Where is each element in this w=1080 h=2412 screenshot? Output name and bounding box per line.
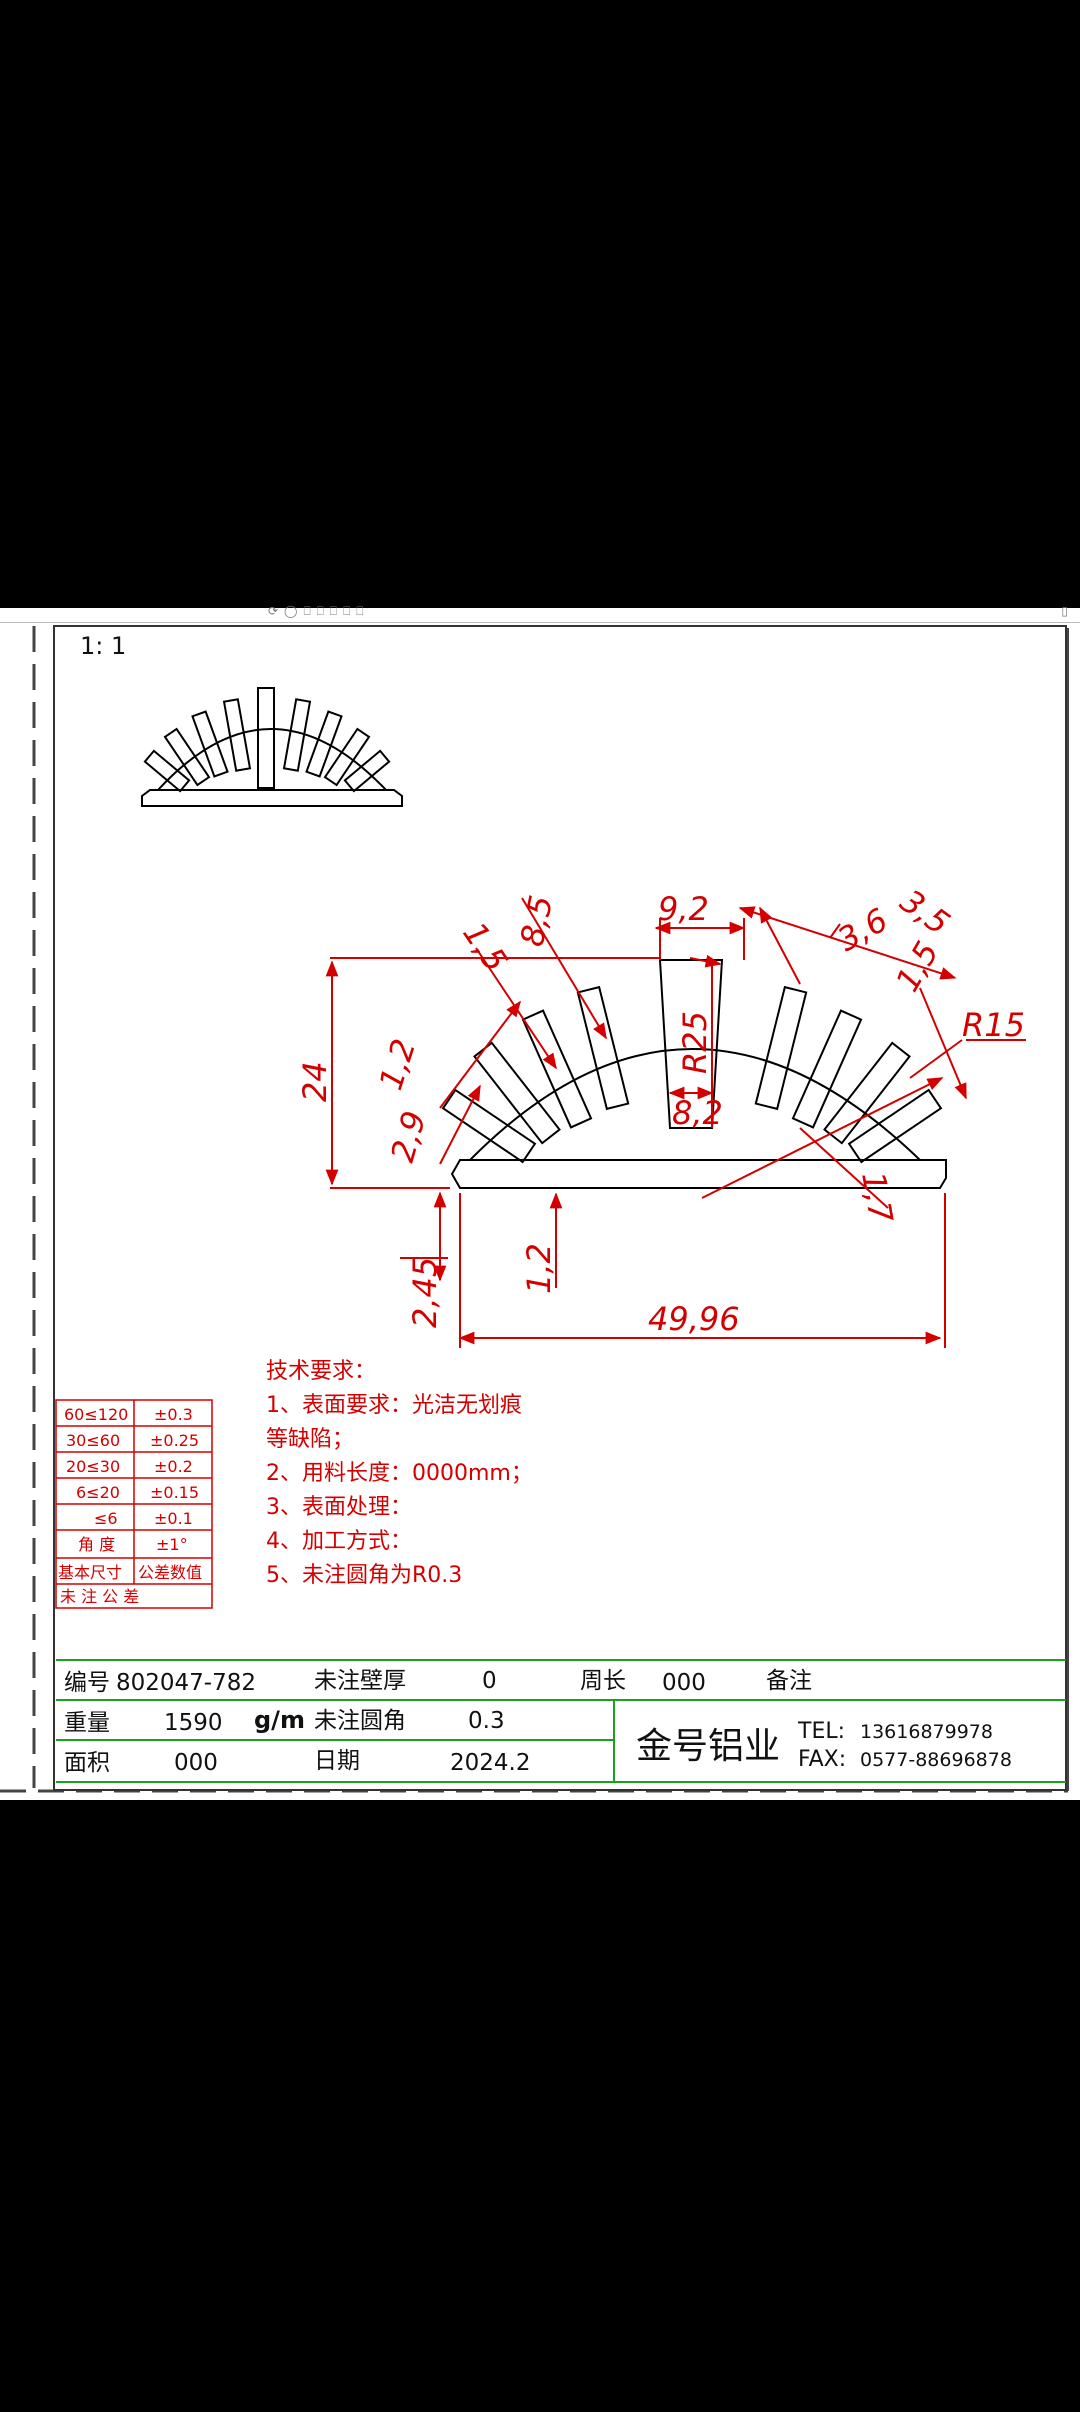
profile-main	[441, 959, 947, 1189]
svg-text:g/m: g/m	[254, 1706, 305, 1734]
svg-text:±0.1: ±0.1	[154, 1509, 193, 1528]
svg-text:备注: 备注	[766, 1668, 812, 1694]
svg-text:802047-782: 802047-782	[116, 1670, 256, 1696]
svg-text:1,5: 1,5	[455, 915, 515, 978]
svg-text:技术要求：: 技术要求：	[266, 1359, 376, 1384]
svg-text:重量: 重量	[64, 1710, 110, 1736]
svg-text:20≤30: 20≤30	[66, 1457, 120, 1476]
svg-text:1590: 1590	[164, 1710, 223, 1736]
dimension-lines	[325, 897, 1026, 1348]
company-name: 金号铝业	[636, 1726, 780, 1767]
svg-text:±0.15: ±0.15	[150, 1483, 199, 1502]
svg-text:000: 000	[174, 1750, 218, 1776]
svg-text:1,2: 1,2	[520, 1243, 558, 1294]
svg-text:基本尺寸: 基本尺寸	[58, 1563, 122, 1582]
svg-text:编号: 编号	[64, 1670, 110, 1696]
svg-text:未注圆角: 未注圆角	[314, 1708, 406, 1734]
technical-requirements: 技术要求： 1、表面要求：光洁无划痕 等缺陷； 2、用料长度：0000mm； 3…	[266, 1359, 533, 1588]
svg-text:1、表面要求：光洁无划痕: 1、表面要求：光洁无划痕	[266, 1393, 522, 1418]
svg-text:000: 000	[662, 1670, 706, 1696]
svg-text:≤6: ≤6	[94, 1509, 118, 1528]
svg-text:60≤120: 60≤120	[64, 1405, 128, 1424]
toolbar-overflow-icon: ▯	[1061, 604, 1068, 618]
scale-label: 1: 1	[80, 632, 126, 660]
toolbar-icons: ⟳◯⎕⎕⎕⎕⎕	[268, 604, 370, 618]
profile-preview	[141, 687, 403, 807]
svg-text:±0.2: ±0.2	[154, 1457, 193, 1476]
svg-text:R15: R15	[962, 1006, 1025, 1044]
svg-text:1,2: 1,2	[371, 1034, 423, 1094]
drawing-sheet: ⟳◯⎕⎕⎕⎕⎕ ▯ 1: 1	[0, 604, 1080, 1800]
svg-text:6≤20: 6≤20	[76, 1483, 120, 1502]
svg-text:周长: 周长	[580, 1668, 626, 1694]
svg-text:3、表面处理：: 3、表面处理：	[266, 1495, 412, 1520]
sheet-frame	[0, 625, 1069, 1793]
svg-text:等缺陷；: 等缺陷；	[266, 1427, 354, 1452]
cad-toolbar-strip: ⟳◯⎕⎕⎕⎕⎕ ▯	[0, 604, 1080, 623]
svg-text:未注壁厚: 未注壁厚	[314, 1668, 406, 1694]
svg-text:9,2: 9,2	[658, 890, 709, 928]
svg-text:4、加工方式：: 4、加工方式：	[266, 1529, 412, 1554]
svg-text:0577-88696878: 0577-88696878	[860, 1749, 1012, 1771]
svg-text:FAX:: FAX:	[798, 1747, 846, 1772]
svg-text:2,9: 2,9	[383, 1107, 434, 1166]
svg-text:3,5: 3,5	[893, 882, 957, 943]
svg-text:24: 24	[296, 1061, 334, 1102]
svg-text:TEL:: TEL:	[797, 1719, 845, 1744]
svg-text:2,45: 2,45	[406, 1257, 444, 1328]
title-block: 编号 802047-782 未注壁厚 0 周长 000 备注 重量 1590 g…	[56, 1659, 1066, 1783]
cad-drawing-canvas[interactable]: 1: 1	[0, 608, 1080, 1800]
svg-text:±1°: ±1°	[156, 1535, 188, 1554]
svg-text:49,96: 49,96	[648, 1300, 740, 1338]
svg-text:角 度: 角 度	[78, 1535, 115, 1554]
svg-text:2024.2: 2024.2	[450, 1750, 530, 1776]
svg-text:3,6: 3,6	[831, 901, 894, 959]
svg-text:30≤60: 30≤60	[66, 1431, 120, 1450]
svg-text:未 注 公 差: 未 注 公 差	[60, 1587, 139, 1606]
svg-text:公差数值: 公差数值	[138, 1563, 202, 1582]
svg-text:±0.3: ±0.3	[154, 1405, 193, 1424]
svg-text:8,5: 8,5	[513, 892, 561, 950]
tolerance-table: 60≤120 ±0.3 30≤60 ±0.25 20≤30 ±0.2 6≤20 …	[55, 1399, 213, 1609]
svg-text:2、用料长度：0000mm；: 2、用料长度：0000mm；	[266, 1461, 533, 1486]
svg-text:5、未注圆角为R0.3: 5、未注圆角为R0.3	[266, 1563, 462, 1588]
svg-text:0: 0	[482, 1668, 497, 1694]
svg-text:R25: R25	[676, 1011, 714, 1074]
svg-text:面积: 面积	[64, 1750, 110, 1776]
svg-text:0.3: 0.3	[468, 1708, 505, 1734]
svg-text:1,7: 1,7	[854, 1169, 900, 1226]
svg-text:8,2: 8,2	[672, 1094, 723, 1132]
svg-text:日期: 日期	[314, 1748, 360, 1774]
svg-text:13616879978: 13616879978	[860, 1721, 993, 1743]
svg-text:1,5: 1,5	[888, 935, 946, 998]
svg-text:±0.25: ±0.25	[150, 1431, 199, 1450]
